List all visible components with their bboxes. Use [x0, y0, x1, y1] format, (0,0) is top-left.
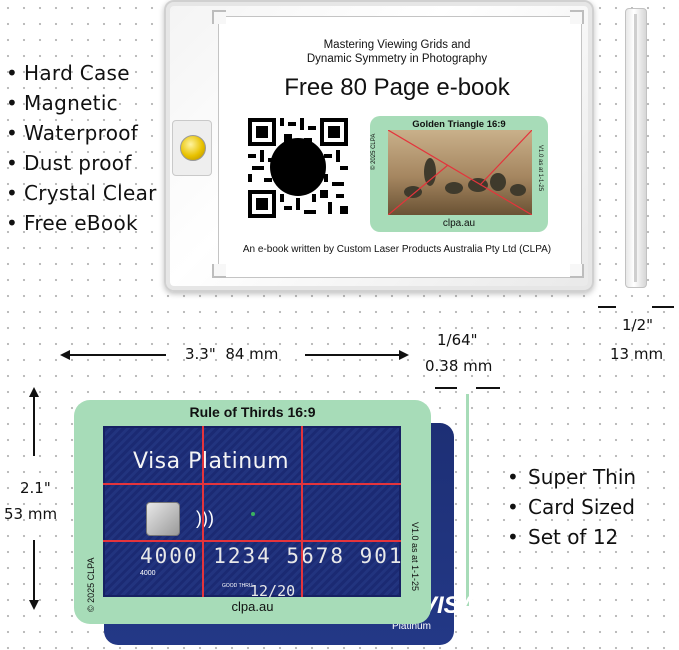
card-expiry: 12/20: [250, 582, 296, 600]
feature-item: Waterproof: [6, 118, 157, 148]
grid-card-title: Rule of Thirds 16:9: [189, 404, 316, 420]
chip-icon: [146, 502, 180, 536]
feature-item: Set of 12: [507, 522, 636, 552]
sample-card-version: V1.0 as at 1-1-25: [537, 145, 543, 192]
feature-item: Super Thin: [507, 462, 636, 492]
card-number: 4000 1234 5678 901: [140, 544, 404, 568]
qr-redaction: [270, 138, 326, 196]
case-corner-icon: [212, 10, 226, 24]
case-corner-icon: [212, 264, 226, 278]
grid-card-url: clpa.au: [231, 599, 274, 614]
sample-card-url: clpa.au: [442, 218, 476, 229]
thickness-mm: 0.38 mm: [425, 357, 493, 375]
thickness-arrow-left: [435, 387, 457, 389]
case-corner-icon: [570, 10, 584, 24]
height-arrow-bottom: [33, 540, 35, 606]
grid-card-version: V1.0 as at 1-1-25: [410, 522, 420, 592]
feature-item: Card Sized: [507, 492, 636, 522]
grid-line-vertical: [202, 426, 204, 597]
width-label: 3.3" 84 mm: [185, 344, 278, 364]
grid-line-vertical: [301, 426, 303, 597]
height-mm: 53 mm: [4, 505, 58, 523]
feature-item: Crystal Clear: [6, 178, 157, 208]
width-arrow-left: [62, 354, 166, 356]
case-side-edge: [634, 14, 637, 282]
case-corner-icon: [570, 264, 584, 278]
arrowhead-down-icon: [29, 600, 39, 610]
visa-tier: Platinum: [392, 621, 431, 632]
sample-card-copyright: © 2025 CLPA: [371, 133, 377, 170]
height-arrow-top: [33, 392, 35, 456]
arrowhead-right-icon: [399, 350, 409, 360]
arrowhead-left-icon: [60, 350, 70, 360]
good-thru-label: GOOD THRU: [222, 583, 253, 589]
feature-list-bottom: Super Thin Card Sized Set of 12: [507, 462, 636, 552]
ebook-subtitle-line: Dynamic Symmetry in Photography: [306, 53, 488, 65]
card-brand-line: Visa Platinum: [133, 449, 290, 474]
width-arrow-right: [305, 354, 405, 356]
width-inches: 3.3": [185, 345, 216, 363]
feature-item: Free eBook: [6, 208, 157, 238]
card-edge-profile: [466, 394, 469, 608]
ebook-footer: An e-book written by Custom Laser Produc…: [242, 244, 552, 255]
feature-item: Hard Case: [6, 58, 157, 88]
ebook-title: Free 80 Page e-book: [284, 74, 510, 101]
contactless-icon: ))): [196, 508, 214, 528]
sample-card-title: Golden Triangle 16:9: [412, 119, 506, 130]
grid-line-horizontal: [103, 540, 401, 542]
depth-arrow-left: [598, 306, 616, 308]
magnet-icon: [180, 135, 206, 161]
center-dot: [251, 512, 255, 516]
feature-list-top: Hard Case Magnetic Waterproof Dust proof…: [6, 58, 157, 238]
width-mm: 84 mm: [225, 345, 279, 363]
thickness-arrow-right: [476, 387, 500, 389]
card-small-number: 4000: [140, 570, 156, 577]
sample-photo: [388, 130, 532, 215]
ebook-subtitle-line: Mastering Viewing Grids and: [323, 39, 471, 51]
ebook-subtitle: Mastering Viewing Grids and Dynamic Symm…: [232, 38, 562, 66]
case-depth-inches: 1/2": [622, 316, 654, 334]
thickness-inches: 1/64": [437, 331, 478, 349]
case-depth-mm: 13 mm: [610, 345, 664, 363]
height-inches: 2.1": [20, 479, 51, 497]
grid-line-horizontal: [103, 483, 401, 485]
feature-item: Magnetic: [6, 88, 157, 118]
depth-arrow-right: [652, 306, 674, 308]
feature-item: Dust proof: [6, 148, 157, 178]
arrowhead-up-icon: [29, 387, 39, 397]
grid-card-copyright: © 2025 CLPA: [86, 557, 96, 613]
